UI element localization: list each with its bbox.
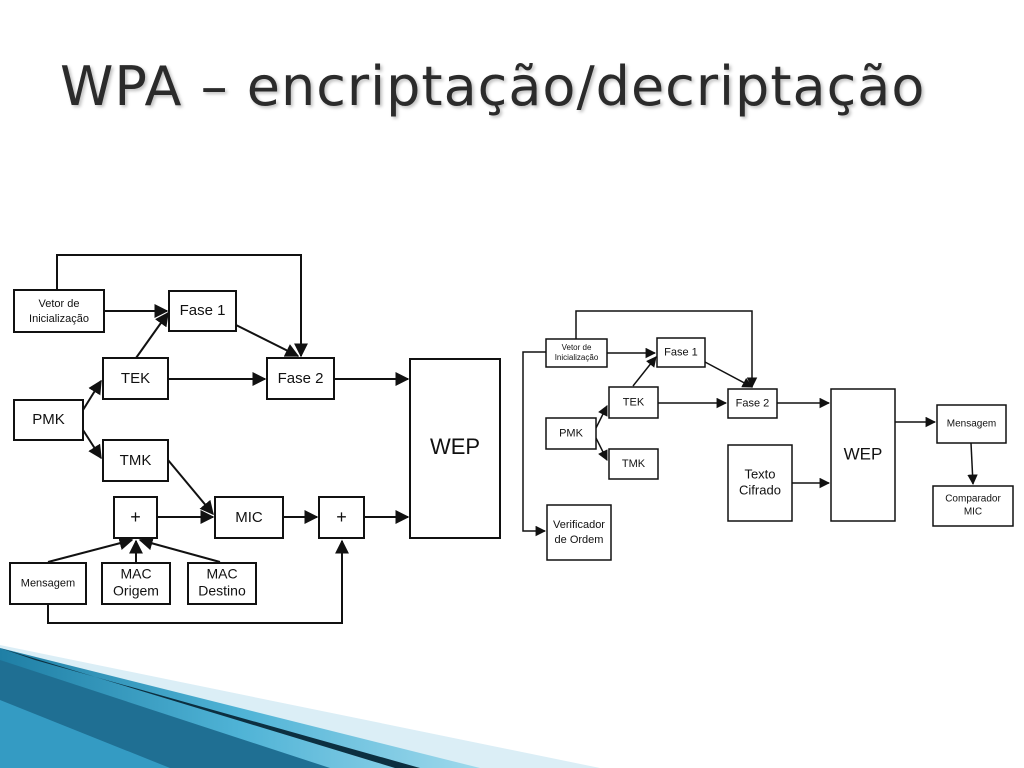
box-mac-origem: MAC Origem bbox=[101, 562, 171, 605]
encryption-diagram: Vetor de Inicialização Fase 1 TEK Fase 2… bbox=[9, 254, 501, 624]
svg-text:Vetor de: Vetor de bbox=[562, 343, 592, 352]
box-tmk: TMK bbox=[102, 439, 169, 482]
svg-text:Mensagem: Mensagem bbox=[21, 577, 75, 589]
connector-tmk-mic bbox=[167, 459, 214, 516]
connector-mensagem-plus2 bbox=[47, 539, 349, 624]
box-fase2: Fase 2 bbox=[266, 357, 335, 400]
dec-box-pmk: PMK bbox=[545, 417, 597, 450]
svg-text:Mensagem: Mensagem bbox=[947, 419, 996, 430]
connector-pmk-tmk bbox=[82, 429, 102, 460]
svg-text:WEP: WEP bbox=[844, 444, 883, 463]
dec-box-tek: TEK bbox=[608, 386, 659, 419]
svg-text:Verificador: Verificador bbox=[553, 519, 605, 531]
svg-text:TMK: TMK bbox=[120, 452, 152, 469]
box-plus2: + bbox=[318, 496, 365, 539]
svg-text:MIC: MIC bbox=[235, 509, 263, 526]
connector-pmk-tek bbox=[82, 379, 102, 411]
connector-vetor-verificador bbox=[522, 351, 547, 537]
box-wep: WEP bbox=[409, 358, 501, 539]
svg-text:Comparador: Comparador bbox=[945, 494, 1001, 505]
connector-vetor-fase2 bbox=[56, 254, 308, 358]
svg-text:WEP: WEP bbox=[430, 434, 480, 459]
svg-text:MAC: MAC bbox=[206, 566, 237, 582]
connector-pmk-tmk-dec bbox=[595, 437, 608, 461]
connector-macdestino-plus1 bbox=[138, 536, 221, 563]
svg-text:PMK: PMK bbox=[32, 411, 65, 428]
svg-text:Destino: Destino bbox=[198, 583, 246, 599]
box-plus1: + bbox=[113, 496, 158, 539]
dec-box-mensagem: Mensagem bbox=[936, 404, 1007, 444]
page-title: WPA – encriptação/decriptação bbox=[60, 55, 926, 118]
dec-box-verificador-ordem: Verificador de Ordem bbox=[546, 504, 612, 561]
svg-text:+: + bbox=[336, 507, 347, 527]
svg-text:Cifrado: Cifrado bbox=[739, 482, 781, 497]
box-vetor-inicializacao: Vetor de Inicialização bbox=[13, 289, 105, 333]
dec-box-fase2: Fase 2 bbox=[727, 388, 778, 419]
svg-text:Fase 1: Fase 1 bbox=[180, 302, 226, 319]
svg-text:Inicialização: Inicialização bbox=[29, 313, 89, 325]
encryption-connectors bbox=[47, 254, 410, 624]
connector-mensagem-comparador bbox=[967, 442, 978, 486]
box-tek: TEK bbox=[102, 357, 169, 400]
svg-text:de Ordem: de Ordem bbox=[555, 534, 604, 546]
dec-box-vetor-inicializacao: Vetor de Inicialização bbox=[545, 338, 608, 368]
connector-fase1-fase2-dec bbox=[704, 361, 753, 388]
svg-text:PMK: PMK bbox=[559, 427, 584, 439]
svg-text:Texto: Texto bbox=[744, 466, 775, 481]
decryption-diagram: Vetor de Inicialização Fase 1 TEK Fase 2… bbox=[522, 310, 1014, 561]
connector-fase1-fase2 bbox=[235, 324, 300, 357]
dec-box-texto-cifrado: Texto Cifrado bbox=[727, 444, 793, 522]
svg-text:+: + bbox=[130, 507, 141, 527]
svg-text:Origem: Origem bbox=[113, 583, 159, 599]
dec-box-tmk: TMK bbox=[608, 448, 659, 480]
connector-tek-fase1 bbox=[135, 311, 169, 359]
connector-mensagem-plus1 bbox=[47, 536, 134, 563]
svg-text:Fase 2: Fase 2 bbox=[278, 370, 324, 387]
decryption-connectors bbox=[522, 310, 978, 537]
svg-text:Inicialização: Inicialização bbox=[555, 353, 599, 362]
connector-vetor-fase2-dec bbox=[575, 310, 758, 389]
box-fase1: Fase 1 bbox=[168, 290, 237, 332]
connector-pmk-tek-dec bbox=[595, 405, 608, 429]
box-mac-destino: MAC Destino bbox=[187, 562, 257, 605]
box-mic: MIC bbox=[214, 496, 284, 539]
dec-box-fase1: Fase 1 bbox=[656, 337, 706, 368]
svg-text:TEK: TEK bbox=[623, 396, 645, 408]
svg-text:MAC: MAC bbox=[120, 566, 151, 582]
box-mensagem: Mensagem bbox=[9, 562, 87, 605]
svg-text:TMK: TMK bbox=[622, 458, 646, 470]
svg-text:MIC: MIC bbox=[964, 507, 982, 518]
connector-tek-fase1-dec bbox=[632, 356, 657, 387]
svg-text:Fase 1: Fase 1 bbox=[664, 346, 698, 358]
dec-box-wep: WEP bbox=[830, 388, 896, 522]
svg-text:TEK: TEK bbox=[121, 370, 150, 387]
slide-decoration bbox=[0, 645, 600, 768]
dec-box-comparador-mic: Comparador MIC bbox=[932, 485, 1014, 527]
svg-text:Fase 2: Fase 2 bbox=[736, 397, 770, 409]
box-pmk: PMK bbox=[13, 399, 84, 441]
svg-text:Vetor de: Vetor de bbox=[39, 298, 80, 310]
